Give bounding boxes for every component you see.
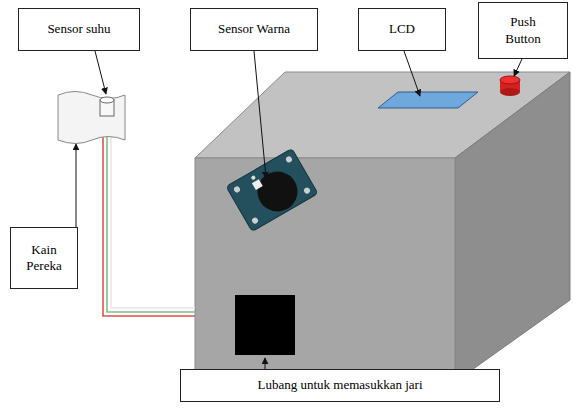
callout-box: Sensor suhu: [18, 8, 140, 51]
callout-box: Kain Pereka: [10, 227, 78, 289]
color-sensor: [226, 148, 318, 231]
callout-label: Lubang untuk memasukkan jari: [258, 377, 423, 393]
fabric: [58, 92, 125, 144]
callout-label: Sensor suhu: [47, 21, 110, 37]
sensor-wires: [103, 118, 195, 316]
temperature-sensor: [100, 97, 114, 116]
leader-line: [404, 51, 420, 96]
leader-line: [76, 144, 77, 227]
leader-line: [254, 51, 266, 178]
callout-box: Push Button: [478, 2, 568, 59]
callout-label: Sensor Warna: [218, 21, 290, 37]
leader-line: [265, 358, 266, 369]
leader-line: [514, 59, 522, 76]
callout-label: Push Button: [495, 14, 551, 47]
callout-box: LCD: [358, 8, 446, 51]
finger-hole: [235, 295, 295, 355]
callout-label: LCD: [389, 21, 415, 37]
lcd-screen: [378, 92, 478, 108]
push-button: [500, 76, 520, 96]
callout-label: Kain Pereka: [19, 242, 69, 275]
callout-box: Sensor Warna: [190, 8, 318, 51]
callout-box: Lubang untuk memasukkan jari: [180, 369, 500, 402]
box-side: [455, 72, 570, 382]
leader-line: [95, 51, 106, 94]
